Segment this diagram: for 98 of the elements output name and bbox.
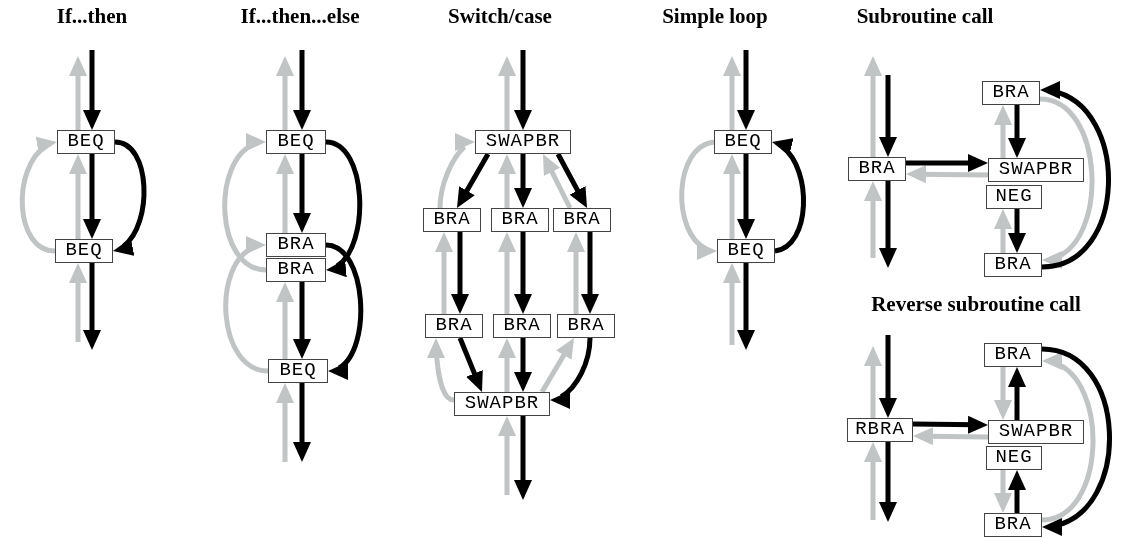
flow-arrow	[276, 282, 294, 359]
flow-arrow	[1041, 356, 1096, 523]
instruction-box: BRA	[491, 208, 549, 232]
flow-arrow	[879, 75, 897, 157]
flow-arrow	[514, 154, 532, 208]
flow-arrow	[737, 154, 755, 239]
instruction-box: BEQ	[714, 130, 772, 154]
flow-arrow	[293, 383, 311, 462]
flow-arrow	[293, 154, 311, 233]
flow-arrow	[498, 232, 516, 314]
instruction-box: BEQ	[717, 239, 775, 263]
flow-arrow	[912, 427, 989, 446]
flow-arrow	[1008, 105, 1026, 158]
flow-arrow	[912, 415, 989, 434]
flow-arrow	[879, 442, 897, 522]
flow-arrow	[69, 56, 87, 130]
flow-arrow	[457, 337, 485, 393]
flow-arrow	[994, 367, 1012, 420]
flow-arrow	[19, 139, 58, 254]
instruction-box: BRA	[423, 208, 481, 232]
flow-arrow	[1008, 367, 1026, 420]
flow-arrow	[498, 416, 516, 495]
flow-arrow	[864, 346, 882, 418]
instruction-box: BRA	[984, 343, 1042, 367]
flow-arrow	[1041, 346, 1112, 533]
instruction-box: BRA	[848, 157, 906, 181]
flow-arrow	[581, 232, 599, 314]
flow-arrow	[498, 338, 516, 392]
instruction-box: NEG	[986, 185, 1042, 209]
flow-arrow	[514, 50, 532, 130]
instruction-box: BEQ	[266, 130, 326, 154]
instruction-box: BRA	[553, 208, 611, 232]
flow-arrow	[276, 383, 294, 462]
panel-heading: Subroutine call	[856, 4, 994, 29]
flow-arrow	[879, 335, 897, 418]
instruction-box: SWAPBR	[454, 392, 550, 416]
panel-heading: If...then...else	[240, 4, 360, 29]
instruction-box: BRA	[984, 253, 1042, 277]
instruction-box: BRA	[266, 233, 326, 257]
flow-arrow	[112, 139, 147, 254]
instruction-box: SWAPBR	[475, 130, 571, 154]
instruction-box: RBRA	[847, 418, 913, 442]
flow-arrow	[514, 338, 532, 392]
instruction-box: BRA	[493, 314, 551, 338]
instruction-box: BRA	[266, 258, 326, 282]
panel-heading: If...then	[56, 4, 128, 29]
flow-arrow	[905, 165, 989, 184]
flow-arrow	[879, 181, 897, 268]
flow-arrow	[906, 154, 988, 172]
flow-arrow	[864, 442, 882, 520]
flow-arrow	[454, 152, 491, 210]
flow-arrow	[539, 336, 577, 394]
flow-arrow	[276, 154, 294, 233]
flow-arrow	[540, 152, 573, 210]
panel-heading: Switch/case	[448, 4, 552, 29]
flow-arrow	[770, 139, 806, 254]
flow-arrow	[567, 232, 585, 314]
flow-arrow	[435, 232, 453, 314]
flow-arrow	[994, 209, 1012, 253]
flow-arrow	[994, 470, 1012, 513]
flow-arrow	[276, 56, 294, 130]
flow-arrow	[864, 56, 882, 157]
instruction-box: BRA	[984, 513, 1042, 537]
instruction-box: BRA	[557, 314, 615, 338]
flow-arrow	[83, 263, 101, 350]
flow-arrow	[514, 232, 532, 314]
flow-arrow	[864, 181, 882, 258]
flow-arrow	[1008, 470, 1026, 513]
flow-arrow	[723, 56, 741, 130]
flow-arrow	[514, 416, 532, 500]
instruction-box: BEQ	[57, 130, 115, 154]
flow-arrow	[994, 105, 1012, 158]
flow-arrow	[723, 263, 741, 345]
flow-arrow	[1008, 209, 1026, 253]
instruction-box: NEG	[986, 446, 1042, 470]
instruction-box: SWAPBR	[988, 420, 1084, 444]
flow-arrow	[69, 263, 87, 342]
flow-arrow	[737, 263, 755, 350]
flow-arrow	[723, 154, 741, 239]
flow-arrow	[555, 152, 590, 210]
instruction-box: BRA	[425, 314, 483, 338]
flow-arrow	[83, 50, 101, 130]
flow-arrow	[498, 154, 516, 208]
flow-arrow	[437, 136, 476, 209]
flow-arrow	[451, 232, 469, 314]
instruction-box: BEQ	[268, 359, 328, 383]
flow-arrow	[427, 337, 455, 403]
panel-heading: Reverse subroutine call	[871, 292, 1081, 317]
flow-arrow	[498, 56, 516, 130]
flow-arrow	[293, 282, 311, 359]
instruction-box: BRA	[982, 81, 1040, 105]
flow-arrow	[293, 50, 311, 130]
panel-heading: Simple loop	[662, 4, 768, 29]
flow-arrow	[69, 154, 87, 239]
instruction-box: BEQ	[55, 239, 113, 263]
flow-arrow	[83, 154, 101, 239]
flow-arrow	[737, 50, 755, 130]
flow-arrow	[549, 337, 593, 407]
